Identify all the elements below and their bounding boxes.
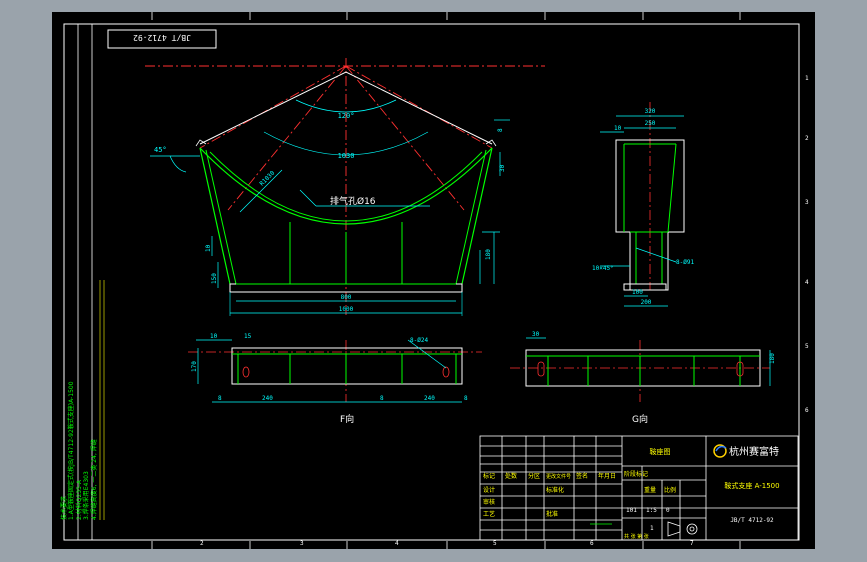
side-view: 320 250 10 10×45° 8-Ø91 100 200 (592, 102, 694, 307)
company-name: 杭州赛富特 (729, 445, 779, 458)
row-label-4: 签名 (576, 472, 588, 480)
note-2: 2.材料Q235-A (75, 479, 83, 520)
angle-45-label: 45° (154, 146, 167, 154)
g-view: 30 180 G向 (510, 331, 776, 425)
row-label-0: 标记 (483, 472, 495, 480)
part-name: 鞍座图 (650, 447, 671, 456)
svg-text:7: 7 (690, 540, 694, 547)
title-block (479, 435, 799, 541)
row-label-2: 分区 (528, 472, 540, 480)
weight-value: 0 (666, 507, 670, 514)
f-dim-b: 15 (244, 333, 252, 340)
dim-side-b-label: 8 (497, 128, 504, 132)
dim-left-lower-label: 150 (211, 273, 218, 284)
side-dim-left: 10 (614, 125, 622, 132)
g-dim-h: 180 (769, 353, 776, 364)
row-label-3: 更改文件号 (546, 473, 571, 480)
f-view-label: F向 (340, 413, 354, 425)
dim-800-label: 800 (341, 294, 352, 301)
svg-text:3: 3 (805, 199, 809, 206)
note-0: 技术要求 (60, 496, 68, 520)
vent-hole-label: 排气孔Ø16 (330, 195, 376, 207)
f-dim-d: 240 (262, 395, 273, 402)
drawing-code: JB/T 4712-92 (730, 517, 774, 524)
arc-1030-label: 1030 (338, 152, 355, 160)
sheet-label: 共 张 第 张 (624, 533, 649, 540)
zone-letters: 1 2 3 4 5 6 2 3 4 5 6 7 (200, 75, 809, 547)
note-1: 1.A型鞍座固定式(按JB/T4712-92鞍式支座)A-1500 (67, 381, 75, 520)
dim-side-label: 30 (499, 164, 506, 172)
company-logo: 杭州赛富特 (713, 444, 779, 458)
f-dim-a: 10 (210, 333, 218, 340)
f-dim-f: 240 (424, 395, 435, 402)
scale-value: 1:5 (646, 507, 657, 514)
vertical-notes: 技术要求 1.A型鞍座固定式(按JB/T4712-92鞍式支座)A-1500 2… (60, 381, 98, 520)
label-approve: 批准 (546, 510, 558, 518)
row-label-1: 处数 (505, 472, 517, 480)
qty-value: 101 (626, 507, 637, 514)
note-4: 4.焊缝高度6, 一二类 24, 焊缝 (90, 439, 98, 520)
svg-text:5: 5 (805, 343, 809, 350)
f-dim-h: 170 (191, 361, 198, 372)
svg-text:5: 5 (493, 540, 497, 547)
label-process: 工艺 (483, 510, 495, 518)
zone-ticks (151, 12, 741, 549)
front-view: 120° 1030 R1030 45° 排气孔Ø16 180 30 8 10 1… (145, 58, 545, 316)
svg-text:3: 3 (300, 540, 304, 547)
projection-symbol-icon (667, 521, 698, 537)
f-dim-e: 8 (380, 395, 384, 402)
label-standardization: 标准化 (546, 486, 564, 494)
label-scale: 比例 (664, 486, 676, 494)
code-box (107, 29, 217, 49)
title-block-text: 鞍座图 杭州赛富特 鞍式支座 A-1500 JB/T 4712-92 标记 处数… (483, 444, 780, 540)
sheet-background (52, 12, 815, 549)
svg-text:2: 2 (200, 540, 204, 547)
label-stage: 阶段标记 (624, 470, 648, 478)
angle-120-label: 120° (338, 112, 355, 120)
dim-1000-label: 1000 (339, 306, 354, 313)
svg-text:2: 2 (805, 135, 809, 142)
f-view: 10 15 170 8 240 8 240 8 8-Ø24 F向 (188, 333, 482, 425)
side-holes: 8-Ø91 (676, 259, 694, 266)
note-3: 3.焊条采用E4303 (82, 471, 90, 520)
side-dim-bottom-a: 100 (632, 289, 643, 296)
svg-text:4: 4 (805, 279, 809, 286)
label-check: 审核 (483, 498, 495, 506)
sheet-value: 1 (650, 525, 654, 532)
label-design: 设计 (483, 486, 495, 494)
drawing-name: 鞍式支座 A-1500 (724, 481, 779, 490)
svg-text:4: 4 (395, 540, 399, 547)
svg-text:1: 1 (805, 75, 809, 82)
side-chamfer: 10×45° (592, 265, 614, 272)
svg-text:6: 6 (805, 407, 809, 414)
f-dim-c: 8 (218, 395, 222, 402)
label-weight: 重量 (644, 486, 656, 494)
side-dim-top-inner: 250 (645, 120, 656, 127)
svg-text:6: 6 (590, 540, 594, 547)
code-box-text: JB/T 4712-92 (133, 33, 191, 42)
drawing-border (63, 23, 800, 541)
g-view-label: G向 (632, 413, 648, 425)
g-dim-a: 30 (532, 331, 540, 338)
dim-small-a-label: 10 (205, 244, 212, 252)
side-dim-top-outer: 320 (645, 108, 656, 115)
row-label-5: 年月日 (598, 472, 616, 480)
f-dim-g: 8 (464, 395, 468, 402)
side-dim-bottom-b: 200 (641, 299, 652, 306)
dim-height-label: 180 (485, 249, 492, 260)
f-holes: 8-Ø24 (410, 337, 428, 344)
